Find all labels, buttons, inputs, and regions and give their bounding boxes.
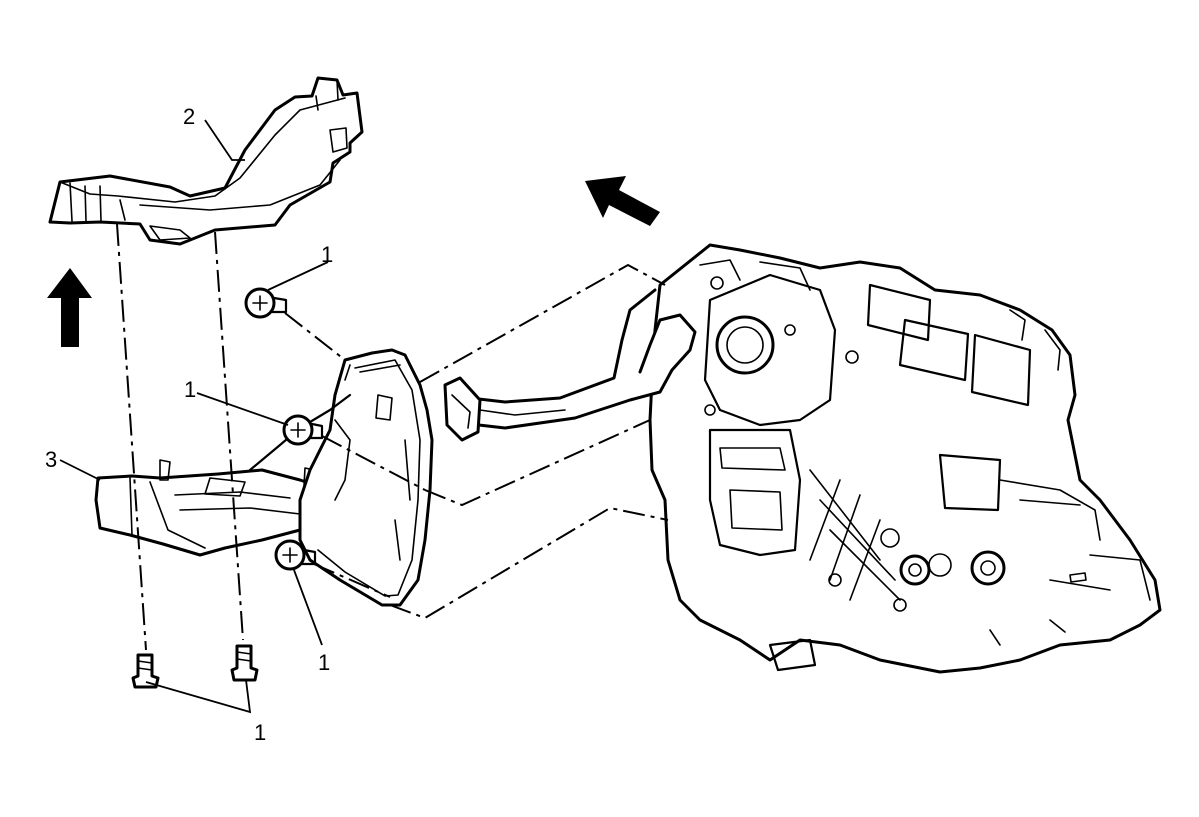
hvac-module-assembly <box>443 243 1162 674</box>
callout-lower-duct: 3 <box>45 447 57 472</box>
cover-panel <box>248 348 434 607</box>
screw-top <box>244 287 288 319</box>
callout-fastener-middle: 1 <box>184 377 196 402</box>
screw-bottom-right <box>230 644 259 682</box>
arrow-up-icon <box>47 268 92 347</box>
upper-air-duct <box>48 76 364 246</box>
leader-lines <box>59 119 329 714</box>
screw-bottom-left <box>131 653 160 689</box>
alignment-lines <box>116 223 669 651</box>
callout-upper-duct: 2 <box>183 104 195 129</box>
callout-fastener-bottom-pair: 1 <box>254 720 266 745</box>
screw-lower <box>274 539 317 571</box>
arrow-up-left-icon <box>585 176 660 226</box>
screw-middle <box>282 414 324 446</box>
callout-fastener-top: 1 <box>321 242 333 267</box>
callout-fastener-lower: 1 <box>318 650 330 675</box>
